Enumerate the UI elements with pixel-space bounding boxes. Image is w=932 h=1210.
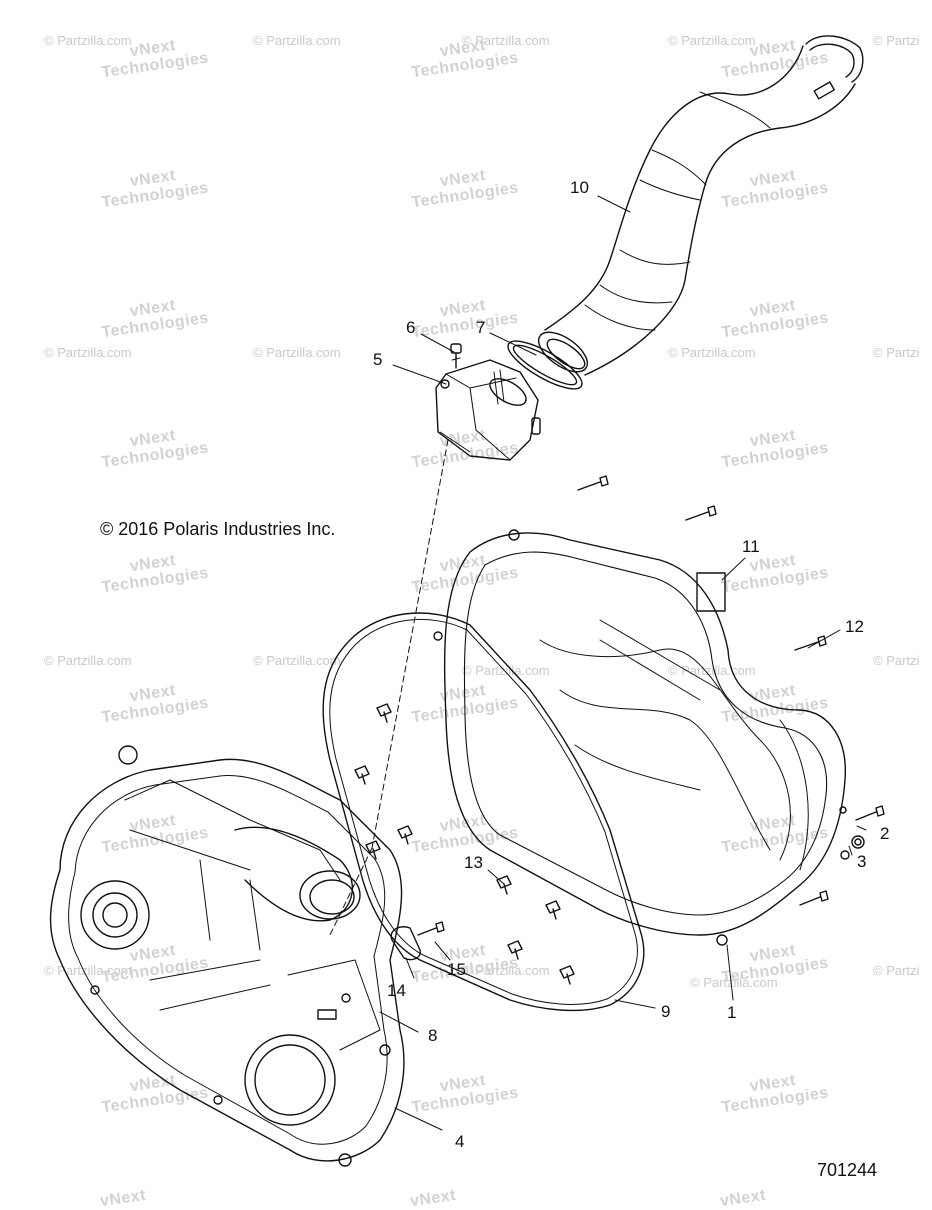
diagram-number: 701244	[817, 1160, 878, 1180]
callout-9[interactable]: 9	[661, 1002, 671, 1021]
bolt-6	[450, 343, 462, 369]
watermark-partzilla: © Partzi	[873, 33, 920, 48]
callout-13[interactable]: 13	[464, 853, 483, 872]
callout-4[interactable]: 4	[455, 1132, 465, 1151]
duct-gasket	[507, 340, 583, 390]
watermark-partzilla: © Partzi	[873, 963, 920, 978]
watermark-partzilla: © Partzilla.com	[668, 345, 756, 360]
watermark-partzilla: © Partzilla.com	[253, 653, 341, 668]
watermark-partzilla: © Partzilla.com	[462, 663, 550, 678]
insert-8	[341, 993, 351, 1003]
callout-8[interactable]: 8	[428, 1026, 438, 1045]
alignment-lines	[329, 439, 449, 936]
loose-bolts	[417, 475, 885, 936]
callout-10[interactable]: 10	[570, 178, 589, 197]
intake-duct	[537, 35, 864, 376]
watermark-partzilla: © Partzilla.com	[44, 33, 132, 48]
callout-14[interactable]: 14	[387, 981, 406, 1000]
watermark-partzilla: © Partzilla.com	[44, 653, 132, 668]
callout-2[interactable]: 2	[880, 824, 890, 843]
callout-1[interactable]: 1	[727, 1003, 737, 1022]
watermark-partzilla: © Partzilla.com	[462, 963, 550, 978]
callout-6[interactable]: 6	[406, 318, 416, 337]
watermark-partzilla: © Partzilla.com	[253, 345, 341, 360]
inner-clutch-cover	[433, 529, 847, 946]
callout-15[interactable]: 15	[447, 960, 466, 979]
watermark-partzilla: © Partzilla.com	[253, 33, 341, 48]
watermark-partzilla: © Partzilla.com	[668, 33, 756, 48]
cover-bolts-13	[354, 703, 575, 985]
watermark-partzilla: © Partzilla.com	[44, 345, 132, 360]
watermark-partzilla: © Partzi	[873, 653, 920, 668]
callout-12[interactable]: 12	[845, 617, 864, 636]
leader-lines	[379, 195, 867, 1131]
cover-seal	[322, 612, 645, 1012]
intake-adapter	[435, 359, 541, 461]
callout-5[interactable]: 5	[373, 350, 383, 369]
copyright-notice: © 2016 Polaris Industries Inc.	[100, 519, 336, 539]
watermark-partzilla: © Partzilla.com	[690, 975, 778, 990]
callout-11[interactable]: 11	[742, 537, 760, 556]
watermark-partzilla: © Partzilla.com	[462, 33, 550, 48]
callout-3[interactable]: 3	[857, 852, 867, 871]
clamp-14	[390, 926, 421, 961]
outer-clutch-cover	[49, 745, 405, 1167]
watermark-partzilla: © Partzi	[873, 345, 920, 360]
nut-washer	[840, 835, 865, 860]
label-decal	[696, 572, 726, 612]
callout-7[interactable]: 7	[476, 318, 486, 337]
